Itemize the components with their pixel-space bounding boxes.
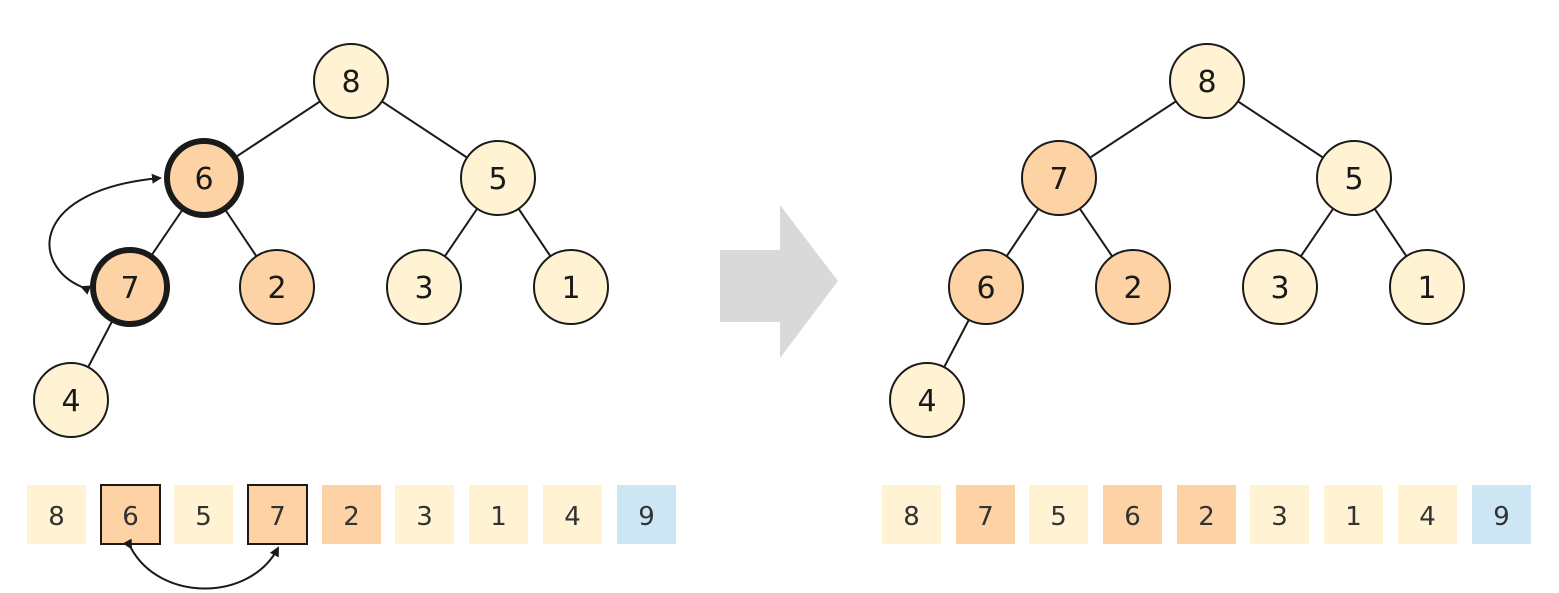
heap-node: 3 <box>1242 249 1318 325</box>
heap-node: 5 <box>1316 140 1392 216</box>
array-cell: 6 <box>1103 485 1162 544</box>
array-cell: 3 <box>1250 485 1309 544</box>
node-value: 1 <box>561 271 580 306</box>
array-cell-swapped: 6 <box>100 484 161 545</box>
after-tree-nodes: 8 7 5 6 2 3 1 <box>889 43 1465 438</box>
array-cell: 1 <box>1324 485 1383 544</box>
array-cell-value: 3 <box>1271 502 1288 532</box>
array-cell-value: 6 <box>122 502 139 532</box>
node-value: 2 <box>1123 271 1142 306</box>
array-cell-value: 5 <box>1050 502 1067 532</box>
array-cell: 2 <box>322 485 381 544</box>
transition-arrow <box>720 205 838 358</box>
array-cell: 7 <box>956 485 1015 544</box>
node-value: 6 <box>976 271 995 306</box>
array-cell: 4 <box>543 485 602 544</box>
heap-node: 2 <box>1095 249 1171 325</box>
array-cell-value: 6 <box>1124 502 1141 532</box>
array-cell: 3 <box>395 485 454 544</box>
node-value: 4 <box>61 384 80 419</box>
heap-node: 7 <box>1021 140 1097 216</box>
array-cell-value: 4 <box>564 502 581 532</box>
node-value: 8 <box>341 65 360 100</box>
node-value: 7 <box>1049 162 1068 197</box>
array-cell: 5 <box>1029 485 1088 544</box>
array-cell-value: 2 <box>1198 502 1215 532</box>
tree-swap-arrow <box>48 173 162 295</box>
heap-node: 2 <box>239 249 315 325</box>
before-panel: 8 6 5 7 2 3 1 <box>27 43 676 590</box>
heap-node: 1 <box>533 249 609 325</box>
heap-node: 3 <box>386 249 462 325</box>
array-cell-swapped: 7 <box>247 484 308 545</box>
heap-node-swapped: 7 <box>90 247 170 327</box>
after-array: 8 7 5 6 2 3 1 <box>882 485 1531 544</box>
array-cell-value: 1 <box>490 502 507 532</box>
node-value: 2 <box>267 271 286 306</box>
node-value: 3 <box>1270 271 1289 306</box>
before-array: 8 6 5 7 2 3 1 <box>27 484 676 590</box>
node-value: 4 <box>917 384 936 419</box>
after-panel: 8 7 5 6 2 3 1 <box>882 43 1531 544</box>
before-tree-nodes: 8 6 5 7 2 3 1 <box>33 43 609 438</box>
node-value: 7 <box>120 271 139 306</box>
heap-node: 8 <box>1169 43 1245 119</box>
node-value: 6 <box>194 162 213 197</box>
array-cell-value: 7 <box>977 502 994 532</box>
array-cell-value: 1 <box>1345 502 1362 532</box>
array-cell-value: 7 <box>269 502 286 532</box>
heap-node: 4 <box>33 362 109 438</box>
array-cell-value: 2 <box>343 502 360 532</box>
array-cell-value: 9 <box>638 502 655 532</box>
array-cell: 8 <box>27 485 86 544</box>
array-cell-value: 9 <box>1493 502 1510 532</box>
array-cell-sorted: 9 <box>617 485 676 544</box>
node-value: 8 <box>1197 65 1216 100</box>
node-value: 3 <box>414 271 433 306</box>
array-cell: 8 <box>882 485 941 544</box>
after-tree-edges <box>926 80 1428 401</box>
array-cell-value: 4 <box>1419 502 1436 532</box>
heap-node: 6 <box>948 249 1024 325</box>
before-tree-edges <box>70 80 572 401</box>
heap-node: 5 <box>460 140 536 216</box>
array-cell: 1 <box>469 485 528 544</box>
heap-node: 1 <box>1389 249 1465 325</box>
heap-node: 8 <box>313 43 389 119</box>
array-cell-value: 8 <box>903 502 920 532</box>
array-swap-arrow <box>122 538 279 590</box>
array-cell: 5 <box>174 485 233 544</box>
array-cell-sorted: 9 <box>1472 485 1531 544</box>
node-value: 5 <box>488 162 507 197</box>
heap-node-swapped: 6 <box>164 138 244 218</box>
array-cell-value: 8 <box>48 502 65 532</box>
array-cell: 2 <box>1177 485 1236 544</box>
array-cell-value: 3 <box>416 502 433 532</box>
array-cell-value: 5 <box>195 502 212 532</box>
array-cell: 4 <box>1398 485 1457 544</box>
heap-node: 4 <box>889 362 965 438</box>
node-value: 1 <box>1417 271 1436 306</box>
node-value: 5 <box>1344 162 1363 197</box>
